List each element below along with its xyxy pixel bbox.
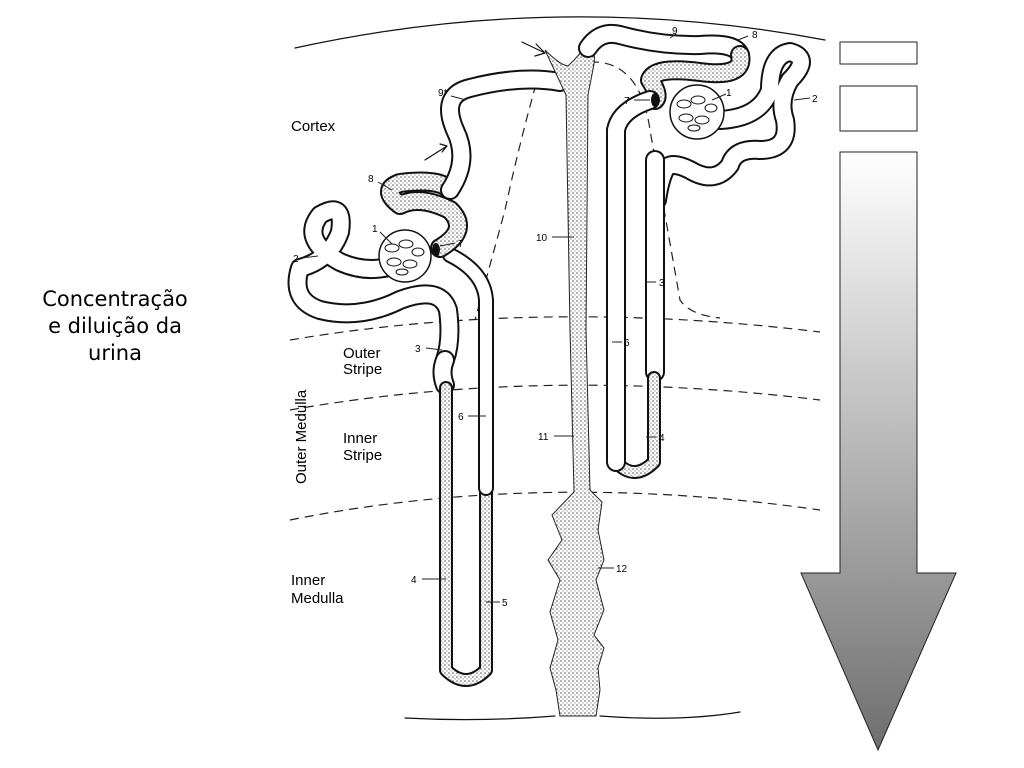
legend-box-top: [840, 42, 917, 64]
label-1-left: 1: [372, 224, 378, 235]
cortex-surface-line: [295, 17, 825, 48]
label-4-right: 4: [659, 433, 665, 444]
osmolality-gradient-arrow: [801, 152, 956, 750]
zone-label-cortex: Cortex: [291, 118, 336, 135]
outer-inner-stripe-boundary: [290, 385, 820, 410]
label-5-left: 5: [502, 598, 508, 609]
caption-line-2: e diluição da: [20, 313, 210, 340]
label-6-right: 6: [624, 338, 630, 349]
label-4-left: 4: [411, 575, 417, 586]
label-6-left: 6: [458, 412, 464, 423]
zone-label-inner-stripe-1: Inner: [343, 430, 377, 447]
caption-line-1: Concentração: [20, 286, 210, 313]
slide-caption: Concentração e diluição da urina: [20, 286, 210, 367]
label-8-left: 8: [368, 174, 374, 185]
zone-label-outer-stripe-2: Stripe: [343, 361, 382, 378]
caption-line-3: urina: [20, 340, 210, 367]
label-1-right: 1: [726, 88, 732, 99]
label-3-left: 3: [415, 344, 421, 355]
label-3-right: 3: [659, 278, 665, 289]
label-9-star: 9*: [438, 88, 448, 99]
collecting-duct: [545, 42, 604, 716]
label-10: 10: [536, 233, 548, 244]
label-9-right: 9: [672, 26, 678, 37]
zone-label-inner-medulla-1: Inner: [291, 572, 325, 589]
label-7-left: 7: [458, 239, 464, 250]
label-11: 11: [538, 432, 549, 443]
macula-densa-right: [651, 93, 659, 107]
macula-densa-left: [432, 243, 440, 257]
label-2-left: 2: [293, 254, 299, 265]
zone-label-inner-stripe-2: Stripe: [343, 447, 382, 464]
legend-box-middle: [840, 86, 917, 131]
label-12: 12: [616, 564, 628, 575]
label-2-right: 2: [812, 94, 818, 105]
short-loop-nephron: [588, 34, 801, 472]
label-8-right: 8: [752, 30, 758, 41]
zone-label-outer-stripe-1: Outer: [343, 345, 381, 362]
label-7-right: 7: [624, 96, 630, 107]
zone-label-outer-medulla: Outer Medulla: [293, 389, 310, 484]
zone-label-inner-medulla-2: Medulla: [291, 590, 344, 607]
